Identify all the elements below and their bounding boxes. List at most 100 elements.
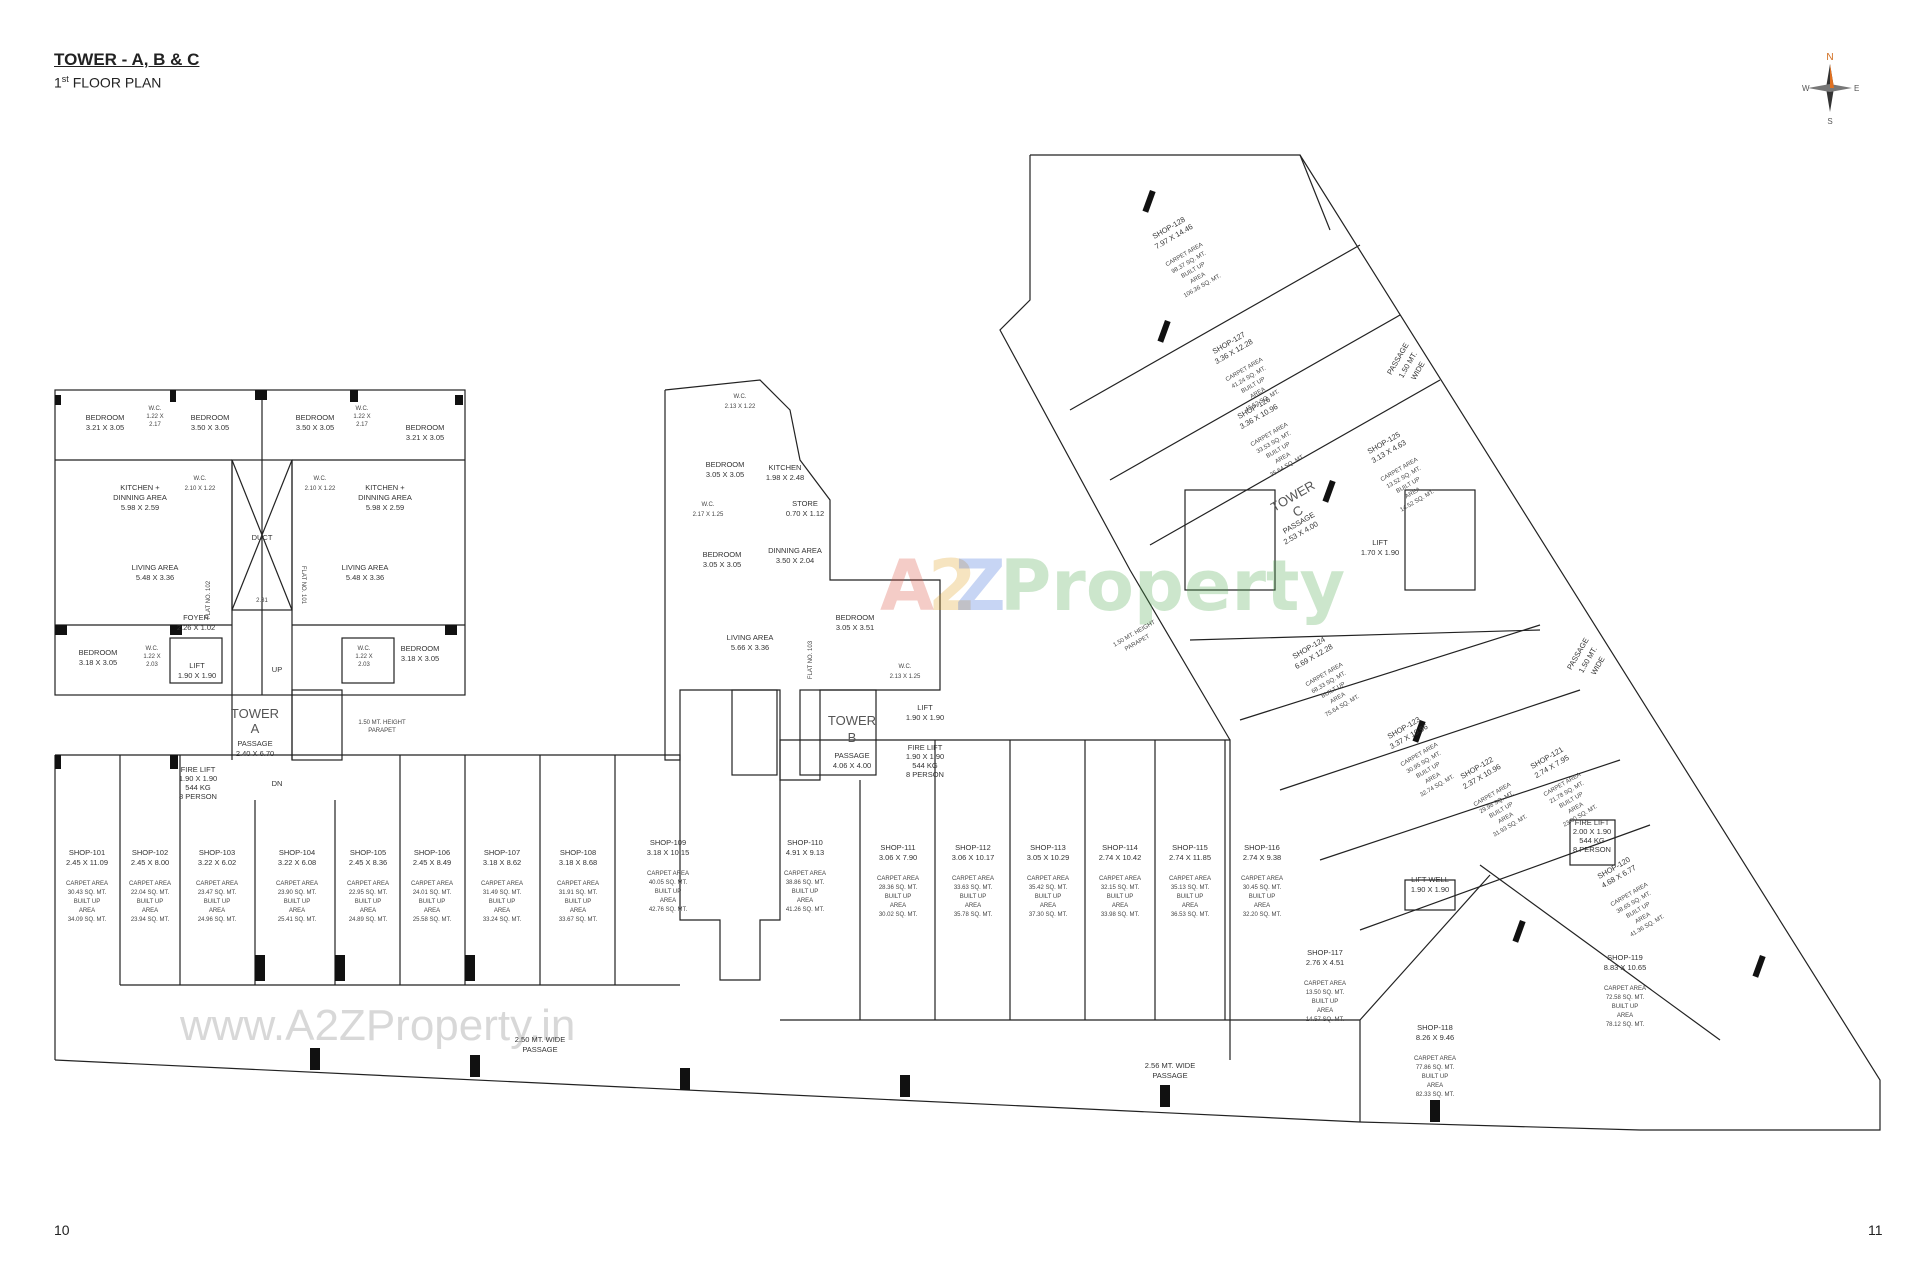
carpet-label: CARPET AREA	[1414, 1056, 1456, 1062]
builtup-label: BUILT UP	[655, 889, 681, 895]
builtup-label: BUILT UP	[1612, 1004, 1638, 1010]
compass-west: W	[1802, 84, 1810, 93]
wc-size-2: 2.17	[149, 422, 161, 428]
room-size: 5.98 X 2.59	[366, 503, 404, 512]
lift-well-size: 1.90 X 1.90	[1411, 885, 1449, 894]
room-name: BEDROOM	[406, 423, 445, 432]
carpet-value: 35.13 SQ. MT.	[1171, 885, 1210, 891]
logo-letter-a: A	[880, 545, 934, 627]
area-label: AREA	[79, 908, 95, 914]
area-label: AREA	[424, 908, 440, 914]
room-name: BEDROOM	[401, 644, 440, 653]
builtup-value: 37.30 SQ. MT.	[1029, 912, 1068, 918]
wc-size: 2.17 X 1.25	[693, 512, 724, 518]
builtup-value: 30.02 SQ. MT.	[879, 912, 918, 918]
wc-name: W.C.	[314, 476, 327, 482]
wc-name: W.C.	[734, 394, 747, 400]
carpet-value: 23.47 SQ. MT.	[198, 890, 237, 896]
fire-lift-size: 1.90 X 1.90	[906, 752, 944, 761]
carpet-value: 22.04 SQ. MT.	[131, 890, 170, 896]
room-size: 5.48 X 3.36	[346, 573, 384, 582]
wc-name: W.C.	[194, 476, 207, 482]
area-label: AREA	[1182, 903, 1198, 909]
shop-size: 3.05 X 10.29	[1027, 853, 1070, 862]
room-size: 5.66 X 3.36	[731, 643, 769, 652]
shop-name: SHOP-117	[1307, 948, 1343, 957]
fire-lift-cap: 544 KG	[185, 783, 211, 792]
wc-name: W.C.	[149, 406, 162, 412]
wc-size-2: 2.03	[358, 662, 370, 668]
shop-name: SHOP-115	[1172, 843, 1208, 852]
shop-size: 3.06 X 7.90	[879, 853, 917, 862]
room-name: BEDROOM	[191, 413, 230, 422]
room-name: LIVING AREA	[727, 633, 774, 642]
carpet-label: CARPET AREA	[1304, 981, 1346, 987]
parapet-label: 1.50 MT. HEIGHT	[358, 720, 406, 726]
area-label: AREA	[965, 903, 981, 909]
shop-size: 3.22 X 6.02	[198, 858, 236, 867]
shop-name: SHOP-110	[787, 838, 823, 847]
carpet-label: CARPET AREA	[129, 881, 171, 887]
carpet-value: 30.43 SQ. MT.	[68, 890, 107, 896]
flat-number: FLAT NO. 101	[300, 566, 306, 605]
watermark-url: www.A2ZProperty.in	[179, 1001, 575, 1050]
shop-name: SHOP-102	[132, 848, 168, 857]
room-size: 3.50 X 2.04	[776, 556, 814, 565]
passage-left: 2.50 MT. WIDE	[515, 1035, 565, 1044]
floor-label: FLOOR PLAN	[68, 74, 162, 91]
compass-north: N	[1826, 52, 1833, 63]
shop-name: SHOP-111	[880, 843, 915, 852]
room-size: 3.18 X 3.05	[401, 654, 439, 663]
logo-word-property: Property	[1000, 545, 1345, 627]
wc-size-2: 2.03	[146, 662, 158, 668]
parapet-label-2: PARAPET	[368, 728, 396, 734]
carpet-label: CARPET AREA	[1604, 986, 1646, 992]
room-name: KITCHEN +	[120, 483, 160, 492]
shop-name: SHOP-112	[955, 843, 991, 852]
wc-size: 1.22 X	[146, 414, 163, 420]
shop-size: 2.45 X 11.09	[66, 858, 108, 867]
room-name: DINNING AREA	[768, 546, 822, 555]
builtup-value: 33.67 SQ. MT.	[559, 917, 598, 923]
passage-size: 2.40 X 6.70	[236, 749, 274, 758]
floor-number: 1	[54, 74, 62, 91]
room-name: KITCHEN +	[365, 483, 405, 492]
shop-size: 2.76 X 4.51	[1306, 958, 1344, 967]
builtup-value: 82.33 SQ. MT.	[1416, 1092, 1455, 1098]
room-size: 3.05 X 3.51	[836, 623, 874, 632]
carpet-label: CARPET AREA	[784, 871, 826, 877]
fire-lift-name: FIRE LIFT	[181, 765, 216, 774]
area-label: AREA	[1254, 903, 1270, 909]
builtup-value: 41.26 SQ. MT.	[786, 907, 825, 913]
fire-lift-name: FIRE LIFT	[908, 743, 943, 752]
carpet-value: 40.05 SQ. MT.	[649, 880, 688, 886]
wc-size: 2.13 X 1.22	[725, 404, 756, 410]
logo-letter-2: 2	[928, 545, 977, 627]
builtup-label: BUILT UP	[792, 889, 818, 895]
area-label: AREA	[1317, 1008, 1333, 1014]
lift-size: 1.90 X 1.90	[178, 671, 216, 680]
area-label: AREA	[142, 908, 158, 914]
shop-name: SHOP-113	[1030, 843, 1066, 852]
page-number-left: 10	[54, 1222, 70, 1238]
shop-size: 8.83 X 10.65	[1604, 963, 1647, 972]
builtup-label: BUILT UP	[885, 894, 911, 900]
wc-size: 1.22 X	[143, 654, 160, 660]
area-label: AREA	[209, 908, 225, 914]
carpet-value: 22.95 SQ. MT.	[349, 890, 388, 896]
stair-down: DN	[272, 779, 283, 788]
carpet-label: CARPET AREA	[66, 881, 108, 887]
builtup-label: BUILT UP	[1107, 894, 1133, 900]
tower-b-outline	[664, 379, 941, 781]
area-label: AREA	[660, 898, 676, 904]
builtup-label: BUILT UP	[1422, 1074, 1448, 1080]
passage-label: PASSAGE	[834, 751, 869, 760]
